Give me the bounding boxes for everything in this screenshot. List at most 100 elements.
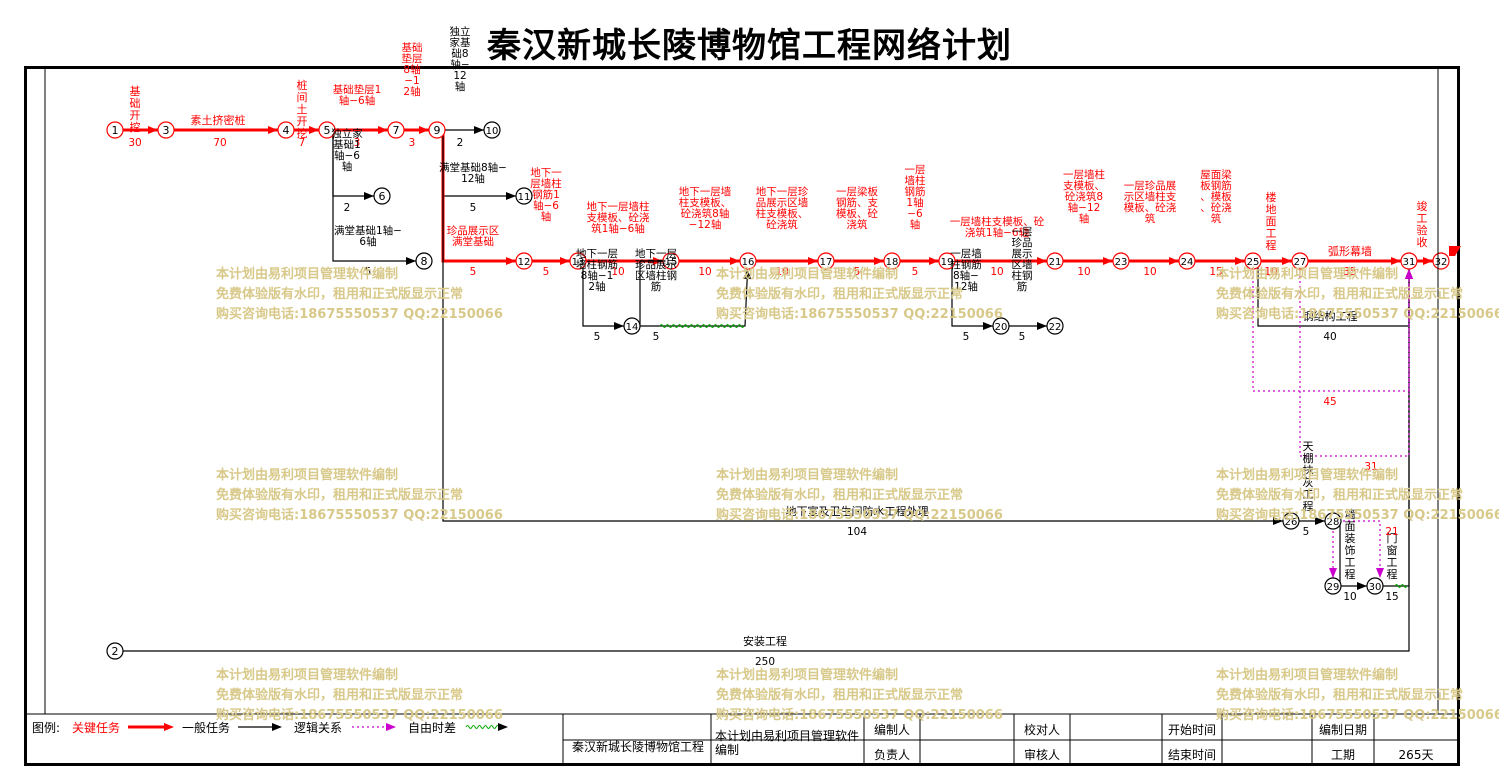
- arrow-head: [1037, 322, 1047, 330]
- event-node[interactable]: 29: [1324, 577, 1342, 595]
- event-node-circle: [428, 121, 446, 139]
- watermark-block: 本计划由易利项目管理软件编制免费体验版有水印，租用和正式版显示正常购买咨询电话:…: [716, 668, 1003, 723]
- task-duration: 10: [1264, 266, 1277, 278]
- task-name-line: 轴: [1079, 212, 1090, 225]
- task-logic-arrow[interactable]: [1329, 521, 1337, 586]
- event-node[interactable]: 32: [1432, 252, 1450, 270]
- task-name-char: 抹: [1303, 464, 1314, 477]
- task-name-line: 一层珍品展: [1124, 180, 1177, 192]
- arrow-head: [560, 257, 570, 265]
- event-node[interactable]: 25: [1244, 252, 1262, 270]
- task-critical-arrow[interactable]: [671, 257, 748, 265]
- finish-flag-icon: [1449, 246, 1461, 256]
- arrow-head: [506, 257, 516, 265]
- task-name-char: 门: [1387, 531, 1398, 545]
- duration-label: 工期: [1330, 747, 1355, 762]
- task-critical-arrow[interactable]: [166, 126, 286, 134]
- task-critical-arrow[interactable]: [1055, 257, 1121, 265]
- event-node[interactable]: 11: [515, 187, 533, 205]
- event-node[interactable]: 21: [1046, 252, 1064, 270]
- task-critical-arrow[interactable]: [748, 257, 826, 265]
- arrow-head: [506, 192, 516, 200]
- event-node[interactable]: 6: [373, 187, 391, 205]
- task-name-line: 轴−: [450, 58, 469, 71]
- event-node[interactable]: 30: [1366, 577, 1384, 595]
- event-node[interactable]: 14: [623, 317, 641, 335]
- arrow-head: [743, 268, 752, 280]
- event-node[interactable]: 9: [428, 121, 446, 139]
- task-logic-arrow[interactable]: [1333, 520, 1384, 586]
- event-node[interactable]: 12: [515, 252, 533, 270]
- task-critical-arrow[interactable]: [327, 126, 396, 134]
- event-node[interactable]: 24: [1178, 252, 1196, 270]
- event-node[interactable]: 22: [1046, 317, 1064, 335]
- task-name-char: 饰: [1345, 543, 1356, 557]
- event-node[interactable]: 8: [415, 252, 433, 270]
- event-node[interactable]: 10: [483, 121, 501, 139]
- event-node[interactable]: 13: [569, 252, 587, 270]
- task-normal-arrow[interactable]: [437, 126, 492, 134]
- task-name-line: 满堂基础8轴−: [439, 161, 507, 174]
- task-critical-arrow[interactable]: [524, 257, 578, 265]
- task-name-line: 砼浇筑8轴: [681, 207, 730, 220]
- event-node-number: 20: [995, 322, 1008, 333]
- event-node[interactable]: 7: [387, 121, 405, 139]
- task-name-line: 2轴: [403, 85, 420, 98]
- owner-label: 负责人: [873, 747, 910, 762]
- task-name-char: 地: [1266, 203, 1277, 216]
- task-name-line: 8轴−: [953, 269, 979, 282]
- task-name-line: 1轴: [906, 196, 923, 209]
- task-critical-arrow[interactable]: [1300, 257, 1409, 265]
- task-name-line: 地下一: [530, 166, 562, 179]
- task-name-char: 土: [297, 103, 308, 116]
- task-critical-arrow[interactable]: [1187, 257, 1253, 265]
- task-name-line: 轴: [541, 210, 552, 223]
- event-node[interactable]: 3: [157, 121, 175, 139]
- event-node[interactable]: 16: [739, 252, 757, 270]
- arrow-head: [1376, 568, 1384, 578]
- task-duration: 15: [1209, 266, 1222, 278]
- task-name-char: 工: [1387, 556, 1398, 569]
- arrow-head: [808, 257, 818, 265]
- event-node[interactable]: 17: [817, 252, 835, 270]
- task-critical-arrow[interactable]: [826, 257, 892, 265]
- event-node[interactable]: 1: [106, 121, 124, 139]
- event-node-number: 9: [434, 124, 441, 137]
- event-node[interactable]: 4: [277, 121, 295, 139]
- event-node-circle: [1324, 577, 1342, 595]
- event-node-number: 21: [1049, 257, 1062, 268]
- event-node[interactable]: 15: [662, 252, 680, 270]
- task-name-char: 程: [1345, 568, 1356, 581]
- task-logic-arrow[interactable]: [1299, 261, 1413, 457]
- event-node[interactable]: 31: [1400, 252, 1418, 270]
- task-name-line: 柱支模板、: [756, 207, 809, 220]
- event-node[interactable]: 5: [318, 121, 336, 139]
- event-node-circle: [1432, 252, 1450, 270]
- event-node-number: 25: [1247, 257, 1260, 268]
- task-name-line: 筋: [1017, 280, 1028, 293]
- event-node-circle: [373, 187, 391, 205]
- event-node[interactable]: 18: [883, 252, 901, 270]
- task-name-line: 浇筑1轴−6轴: [965, 226, 1029, 239]
- task-critical-arrow[interactable]: [947, 257, 1055, 265]
- event-node[interactable]: 26: [1282, 512, 1300, 530]
- task-critical-arrow[interactable]: [1121, 257, 1187, 265]
- watermark-block: 本计划由易利项目管理软件编制免费体验版有水印，租用和正式版显示正常购买咨询电话:…: [716, 468, 1003, 523]
- task-critical-arrow[interactable]: [892, 257, 947, 265]
- event-node[interactable]: 28: [1324, 512, 1342, 530]
- task-name-line: 筋: [651, 280, 662, 293]
- event-node-number: 32: [1435, 257, 1448, 268]
- event-node[interactable]: 27: [1291, 252, 1309, 270]
- legend-float-arrow: [465, 723, 508, 731]
- event-node-number: 24: [1181, 257, 1194, 268]
- event-node-circle: [106, 121, 124, 139]
- event-node[interactable]: 19: [938, 252, 956, 270]
- event-node[interactable]: 20: [992, 317, 1010, 335]
- legend-normal-arrow: [238, 723, 282, 731]
- task-duration: 5: [543, 266, 550, 278]
- task-name-char: 工: [1345, 556, 1356, 569]
- event-node-number: 15: [665, 257, 678, 268]
- task-normal-arrow[interactable]: [1001, 322, 1055, 330]
- event-node[interactable]: 23: [1112, 252, 1130, 270]
- event-node[interactable]: 2: [106, 642, 124, 660]
